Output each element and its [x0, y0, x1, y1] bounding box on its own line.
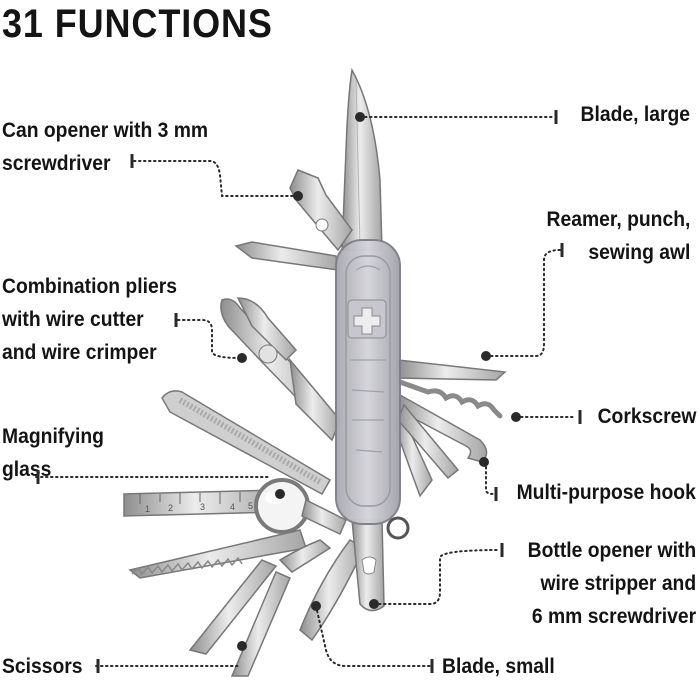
dot-blade-small — [311, 601, 321, 611]
dot-scissors — [237, 641, 247, 651]
label-bottle-opener: Bottle opener with wire stripper and 6 m… — [527, 534, 696, 633]
leader-bottle-opener — [373, 549, 501, 605]
label-can-opener-line-1: Can opener with 3 mm — [2, 119, 209, 142]
label-pliers-line-3: and wire crimper — [2, 341, 157, 364]
dot-magnifying — [275, 489, 285, 499]
leader-hook — [485, 461, 495, 495]
label-bottle-line-3: 6 mm screwdriver — [531, 605, 696, 628]
leader-end-bars — [36, 110, 582, 673]
metal-file-texture — [178, 397, 322, 485]
scissors-blade-1 — [188, 559, 278, 655]
dot-blade-large — [355, 112, 365, 122]
label-reamer-line-2: sewing awl — [587, 241, 690, 264]
label-hook-line-1: Multi-purpose hook — [516, 481, 696, 504]
dot-pliers — [237, 353, 247, 363]
bottle-opener-cutout — [361, 556, 377, 575]
page-title: 31 FUNCTIONS — [2, 2, 273, 46]
scissors-blade-2 — [230, 571, 291, 677]
label-pliers-line-2: with wire cutter — [2, 308, 144, 331]
leader-end-dots — [237, 112, 521, 651]
pliers-jaw — [236, 297, 298, 362]
label-blade-large: Blade, large — [580, 98, 690, 131]
reamer-tool — [397, 359, 507, 381]
corkscrew-tool — [397, 379, 503, 419]
can-opener-hole — [315, 218, 329, 232]
phillips-screwdriver — [234, 241, 339, 271]
wood-saw-teeth — [131, 556, 243, 576]
swiss-cross-emblem — [347, 299, 387, 339]
label-blade-large-line-1: Blade, large — [580, 103, 690, 126]
leader-pliers — [177, 319, 241, 359]
magnifier-arm — [301, 498, 347, 536]
label-multi-purpose-hook: Multi-purpose hook — [517, 476, 696, 509]
wood-saw — [128, 529, 307, 579]
label-bottle-line-2: wire stripper and — [540, 572, 696, 595]
handle-internal-tools — [350, 265, 386, 453]
label-magnifying-line-1: Magnifying — [2, 425, 104, 448]
blade-large — [341, 67, 383, 251]
dot-hook — [479, 457, 489, 467]
dot-corkscrew — [511, 412, 521, 422]
magnifying-glass — [254, 478, 310, 534]
pliers-handle — [288, 357, 341, 442]
leader-reamer — [485, 249, 561, 357]
knife-handle-inner — [345, 255, 391, 507]
dot-reamer — [481, 351, 491, 361]
dot-bottle-opener — [369, 599, 379, 609]
ruler-tick-label-2: 2 — [168, 503, 173, 513]
label-bottle-line-1: Bottle opener with — [527, 539, 696, 562]
leader-lines — [35, 116, 577, 667]
label-pliers: Combination pliers with wire cutter and … — [2, 270, 177, 369]
label-blade-small: Blade, small — [442, 650, 555, 683]
label-can-opener-line-2: screwdriver — [2, 152, 111, 175]
ruler-tick-label-4: 4 — [230, 502, 235, 512]
label-corkscrew: Corkscrew — [597, 400, 696, 433]
ruler-tick-label-3: 3 — [200, 502, 205, 512]
label-pliers-line-1: Combination pliers — [2, 275, 177, 298]
leader-can-opener — [133, 160, 297, 197]
ruler-tick-label-1: 1 — [145, 504, 150, 514]
label-scissors-line-1: Scissors — [2, 655, 83, 678]
multi-purpose-hook — [397, 393, 488, 463]
leader-blade-small — [315, 605, 431, 667]
label-blade-small-line-1: Blade, small — [442, 655, 555, 678]
label-scissors: Scissors — [2, 650, 83, 683]
label-reamer: Reamer, punch, sewing awl — [546, 203, 690, 269]
label-can-opener: Can opener with 3 mm screwdriver — [2, 114, 208, 180]
pliers-pivot — [258, 344, 278, 364]
blade-large-edge-line — [355, 79, 361, 246]
can-opener-tool — [289, 169, 353, 252]
ruler-tick-label-5: 5 — [248, 501, 253, 511]
scissors-spring — [278, 539, 332, 573]
label-corkscrew-line-1: Corkscrew — [597, 405, 696, 428]
dot-can-opener — [293, 191, 303, 201]
key-ring — [386, 516, 410, 540]
label-reamer-line-1: Reamer, punch, — [546, 208, 690, 231]
